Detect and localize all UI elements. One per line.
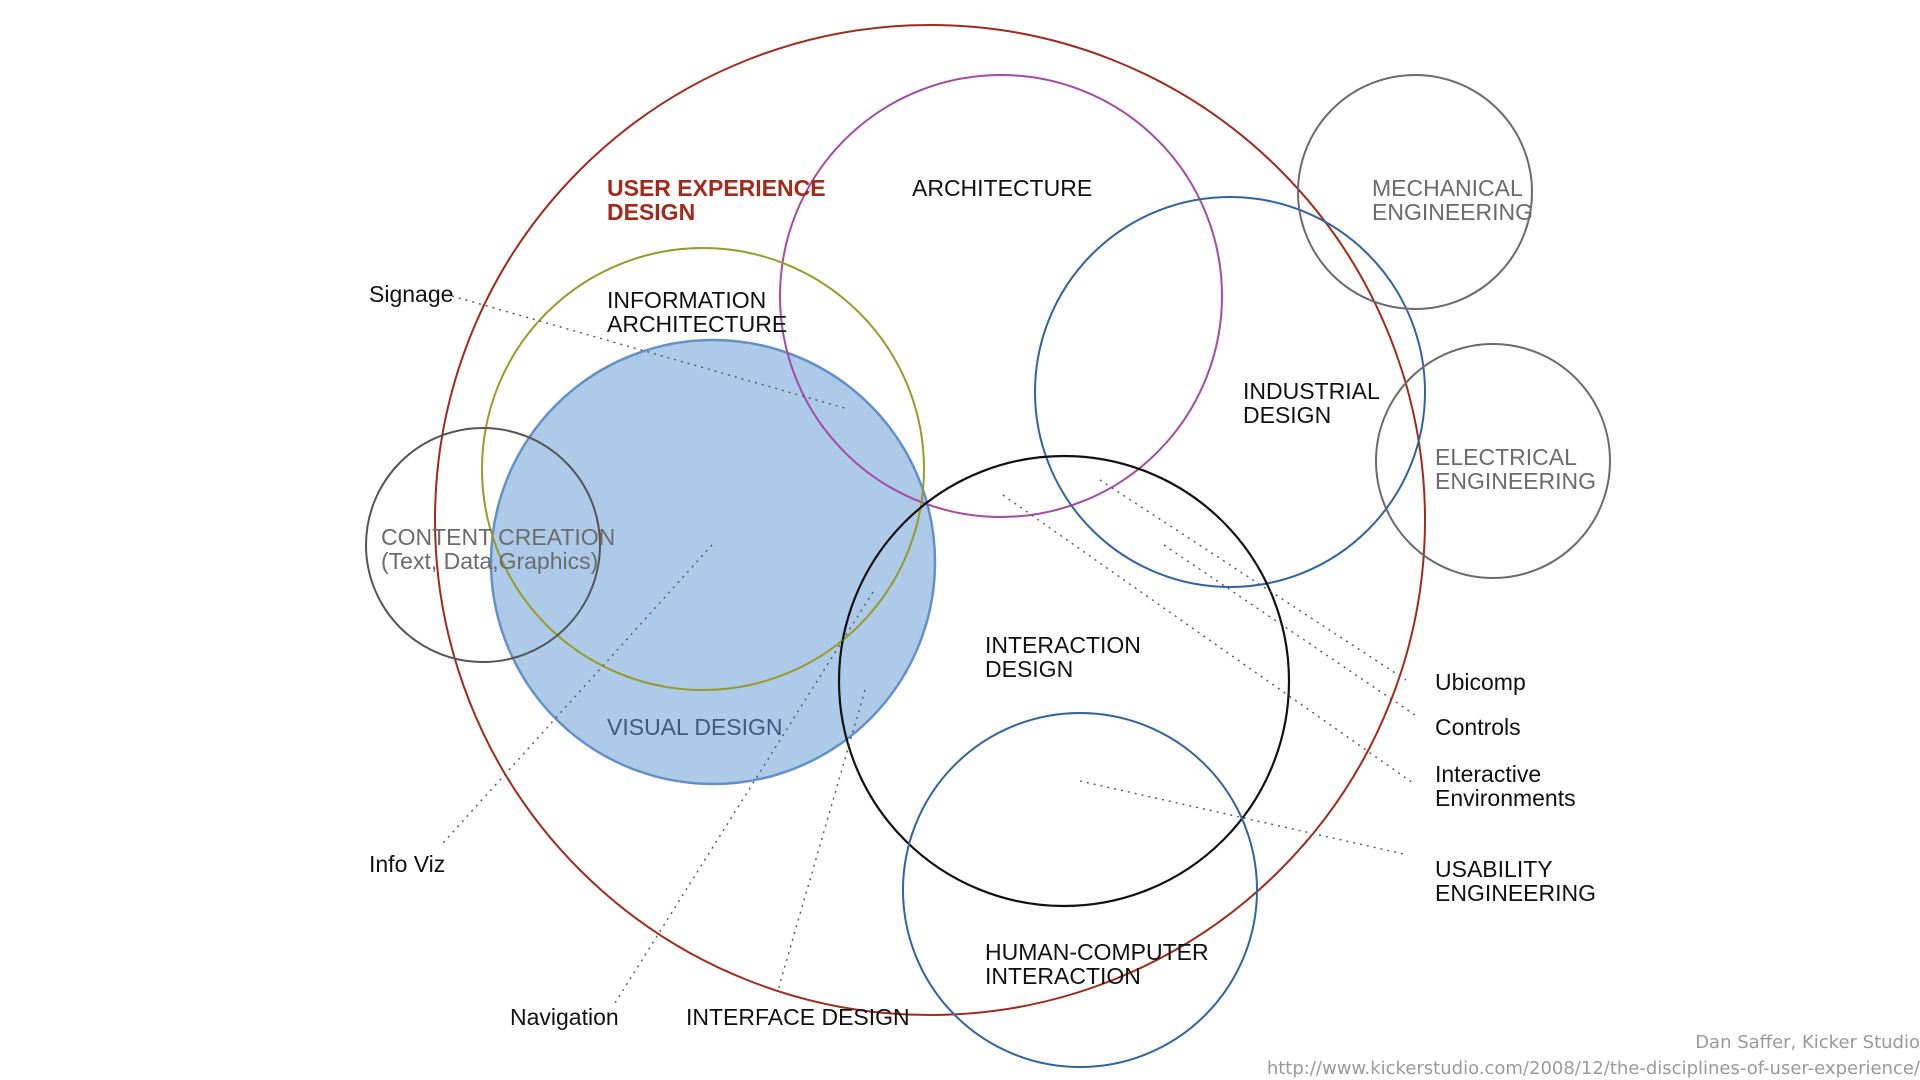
hci-circle: [902, 712, 1258, 1068]
signage-leader: [451, 295, 849, 410]
visual-design-label: VISUAL DESIGN: [607, 714, 783, 740]
credit-author: Dan Saffer, Kicker Studio: [1695, 1032, 1920, 1053]
user-experience-design-circle: [434, 24, 1426, 1016]
mechanical-label-line1: MECHANICAL: [1372, 175, 1523, 201]
content-label-line1: CONTENT CREATION: [381, 524, 615, 550]
interaction-design-label: INTERACTION DESIGN: [985, 632, 1147, 682]
usability-label-line2: ENGINEERING: [1435, 880, 1596, 906]
info-viz-label: Info Viz: [369, 851, 445, 877]
controls-leader: [1163, 544, 1416, 716]
content-label-line2: (Text, Data,Graphics): [381, 548, 598, 574]
info-arch-label-line1: INFORMATION: [607, 287, 766, 313]
hci-label-line2: INTERACTION: [985, 963, 1141, 989]
ubicomp-label: Ubicomp: [1435, 669, 1526, 695]
mechanical-label-line2: ENGINEERING: [1372, 199, 1533, 225]
electrical-engineering-label: ELECTRICAL ENGINEERING: [1435, 444, 1596, 494]
interactive-environments-label: Interactive Environments: [1435, 761, 1576, 811]
usability-label-line1: USABILITY: [1435, 856, 1552, 882]
electrical-label-line1: ELECTRICAL: [1435, 444, 1577, 470]
navigation-label: Navigation: [510, 1004, 619, 1030]
content-creation-label: CONTENT CREATION (Text, Data,Graphics): [381, 524, 622, 574]
architecture-label: ARCHITECTURE: [912, 175, 1092, 201]
information-architecture-circle: [481, 247, 925, 691]
interaction-label-line1: INTERACTION: [985, 632, 1141, 658]
interface-design-leader: [777, 689, 866, 991]
mechanical-engineering-label: MECHANICAL ENGINEERING: [1372, 175, 1533, 225]
industrial-design-label: INDUSTRIAL DESIGN: [1243, 378, 1385, 428]
hci-label-line1: HUMAN-COMPUTER: [985, 939, 1209, 965]
info-arch-label-line2: ARCHITECTURE: [607, 311, 787, 337]
industrial-design-circle: [1034, 196, 1426, 588]
interactive-label-line1: Interactive: [1435, 761, 1541, 787]
ubicomp-leader: [1099, 479, 1407, 681]
content-creation-circle: [365, 427, 601, 663]
industrial-label-line1: INDUSTRIAL: [1243, 378, 1380, 404]
visual-design-circle: [489, 338, 937, 786]
architecture-circle: [779, 74, 1223, 518]
interaction-label-line2: DESIGN: [985, 656, 1073, 682]
mechanical-engineering-circle: [1297, 74, 1533, 310]
interactive-label-line2: Environments: [1435, 785, 1576, 811]
usability-engineering-label: USABILITY ENGINEERING: [1435, 856, 1596, 906]
interaction-design-circle: [837, 454, 1291, 908]
electrical-engineering-circle: [1375, 343, 1611, 579]
ux-label-line1: USER EXPERIENCE: [607, 175, 826, 201]
credit-url: http://www.kickerstudio.com/2008/12/the-…: [1267, 1058, 1920, 1079]
electrical-label-line2: ENGINEERING: [1435, 468, 1596, 494]
interface-design-label: INTERFACE DESIGN: [686, 1004, 910, 1030]
information-architecture-label: INFORMATION ARCHITECTURE: [607, 287, 787, 337]
ux-label-line2: DESIGN: [607, 199, 695, 225]
ux-label: USER EXPERIENCE DESIGN: [607, 175, 832, 225]
signage-label: Signage: [369, 281, 453, 307]
usability-engineering-leader: [1079, 780, 1409, 856]
hci-label: HUMAN-COMPUTER INTERACTION: [985, 939, 1215, 989]
industrial-label-line2: DESIGN: [1243, 402, 1331, 428]
controls-label: Controls: [1435, 714, 1521, 740]
